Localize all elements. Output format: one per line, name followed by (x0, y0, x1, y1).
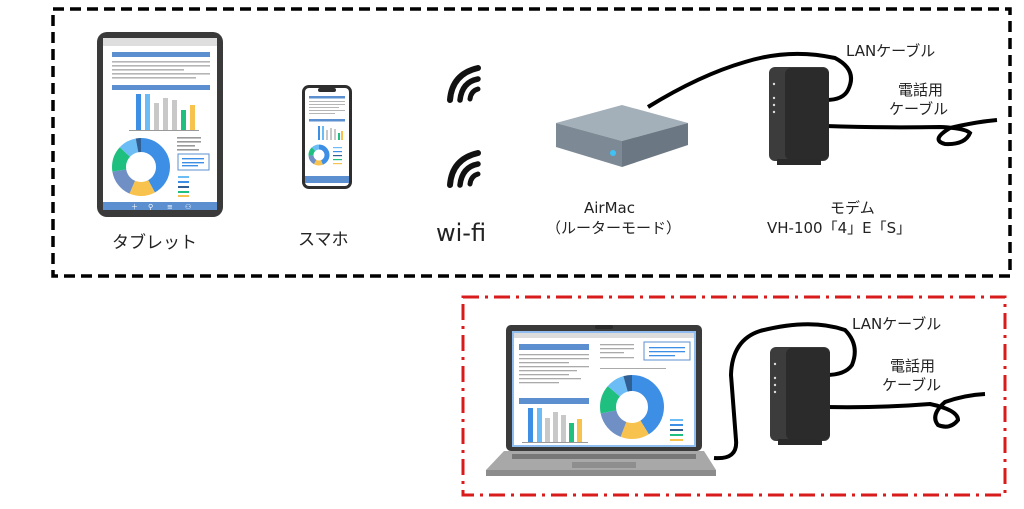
wifi-signal-icon (447, 65, 481, 103)
lan-cable-label: LANケーブル (852, 315, 942, 333)
modem-device (769, 67, 829, 165)
svg-text:⚲: ⚲ (148, 203, 153, 211)
lan-cable (646, 51, 853, 109)
smartphone-label: スマホ (298, 230, 349, 250)
laptop-device (486, 325, 716, 476)
lan-cable-label: LANケーブル (846, 42, 936, 60)
wifi-signal-icon (447, 150, 481, 188)
router-label-name: AirMac (584, 199, 635, 217)
svg-text:＋: ＋ (131, 203, 138, 211)
tablet-donut-chart (112, 138, 170, 196)
modem-label-model: VH-100「4」E「S」 (767, 219, 912, 237)
phone-cable-label-line2: ケーブル (889, 100, 949, 118)
tablet-device: ＋ ⚲ ≡ ⚇ (97, 32, 223, 217)
phone-cable-label-line1: 電話用 (898, 81, 944, 99)
tablet-label: タブレット (112, 233, 197, 253)
phone-cable (825, 118, 998, 147)
router-label-mode: （ルーターモード） (546, 219, 682, 237)
smartphone-device (302, 85, 352, 189)
router-device (556, 105, 688, 167)
svg-text:≡: ≡ (167, 203, 173, 211)
svg-text:⚇: ⚇ (185, 203, 191, 211)
wifi-label: wi-fi (436, 219, 487, 247)
tablet-bar-chart (129, 94, 199, 131)
modem-device (770, 347, 830, 445)
phone-cable-label-line2: ケーブル (882, 376, 942, 394)
phone-cable-label-line1: 電話用 (890, 357, 936, 375)
modem-label-type: モデム (830, 199, 875, 217)
phone-cable (825, 392, 986, 429)
lan-cable (713, 322, 857, 461)
